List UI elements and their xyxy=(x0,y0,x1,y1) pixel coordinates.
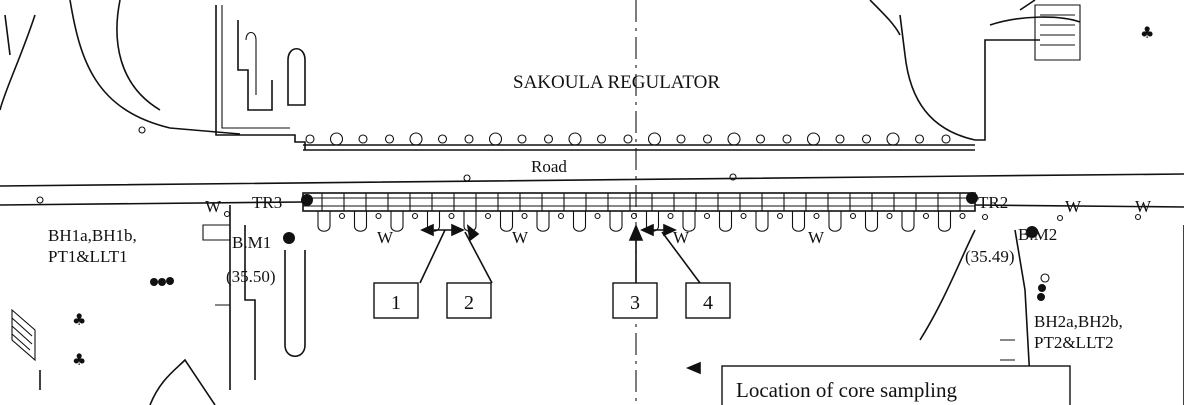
gate-pier xyxy=(609,211,623,232)
gate-pier xyxy=(317,211,331,232)
tr3-label: TR3 xyxy=(252,193,282,212)
gate-pier xyxy=(718,211,733,232)
bm2-elevation: (35.49) xyxy=(965,247,1015,266)
pier-circle xyxy=(329,132,344,146)
pier-circle xyxy=(543,134,554,144)
core-label-4: 4 xyxy=(703,292,713,314)
bridge-deck xyxy=(302,192,976,232)
pier-circle xyxy=(941,134,951,144)
core-arrows xyxy=(419,223,701,375)
pier-circle xyxy=(755,134,766,144)
tr3-marker xyxy=(301,194,313,206)
bm2-label: B.M2 xyxy=(1018,225,1057,244)
pier-circle xyxy=(517,134,527,144)
w-marker: W xyxy=(808,228,825,247)
road-label: Road xyxy=(531,157,567,176)
w-marker: W xyxy=(673,228,690,247)
gate-pier xyxy=(901,211,915,232)
gate-pier xyxy=(828,211,842,232)
pier-circle xyxy=(702,134,713,144)
borehole-right-line1: BH2a,BH2b, xyxy=(1034,312,1123,331)
pier-circle xyxy=(596,134,607,144)
pier-circle xyxy=(464,134,474,144)
tree-icon: ♣ xyxy=(72,350,86,369)
pier-circle xyxy=(861,134,872,144)
gate-pier xyxy=(755,211,769,232)
borehole-right-line2: PT2&LLT2 xyxy=(1034,333,1114,352)
structure-title: SAKOULA REGULATOR xyxy=(513,72,720,93)
pier-circle xyxy=(727,132,741,146)
pier-circle xyxy=(676,134,686,144)
bm1-marker xyxy=(283,232,295,244)
borehole-left-line1: BH1a,BH1b, xyxy=(48,226,137,245)
gate-pier xyxy=(390,211,404,232)
core-label-3: 3 xyxy=(630,292,640,314)
tree-symbols: ♣ ♣ ♣ xyxy=(72,23,1154,369)
pier-circle xyxy=(358,134,368,144)
pier-circle xyxy=(568,132,582,146)
pier-circle xyxy=(886,132,900,146)
core-location-boxes: 1 2 3 4 xyxy=(373,282,731,319)
gate-pier xyxy=(353,211,368,232)
pier-circle xyxy=(647,132,662,146)
bm1-elevation: (35.50) xyxy=(226,267,276,286)
borehole-cluster-left xyxy=(150,277,174,286)
gate-pier xyxy=(937,211,952,232)
tree-icon: ♣ xyxy=(72,310,86,329)
pier-circles xyxy=(305,132,951,146)
w-marker: W xyxy=(205,197,222,216)
tr2-marker xyxy=(966,192,978,204)
gate-pier xyxy=(864,211,879,232)
gate-pier xyxy=(572,211,587,232)
pier-circle xyxy=(409,132,423,146)
tr2-label: TR2 xyxy=(978,193,1008,212)
borehole-cluster-right xyxy=(1037,273,1050,301)
gate-pier xyxy=(791,211,806,232)
w-markers: W W W W W W W xyxy=(36,126,1152,247)
pier-circle xyxy=(437,134,448,144)
gate-pier xyxy=(682,211,696,232)
gate-pier xyxy=(499,211,514,232)
tree-icon: ♣ xyxy=(1140,23,1154,42)
w-marker: W xyxy=(1065,197,1082,216)
pier-circle xyxy=(488,132,503,146)
pier-circle xyxy=(914,134,925,144)
pier-circle xyxy=(835,134,845,144)
caption-text: Location of core sampling xyxy=(736,378,958,402)
core-label-2: 2 xyxy=(464,292,474,314)
w-marker: W xyxy=(377,228,394,247)
w-marker: W xyxy=(512,228,529,247)
bm2-marker xyxy=(1026,226,1038,238)
borehole-left-line2: PT1&LLT1 xyxy=(48,247,128,266)
gate-pier xyxy=(536,211,550,232)
pier-circle xyxy=(384,134,395,144)
pier-circle xyxy=(806,132,821,146)
bm1-label: B.M1 xyxy=(232,233,271,252)
core-label-1: 1 xyxy=(391,292,401,314)
caption-box xyxy=(721,365,1071,405)
w-marker: W xyxy=(1135,197,1152,216)
pier-circle xyxy=(623,134,633,144)
pier-circle xyxy=(305,134,315,144)
pier-circle xyxy=(782,134,792,144)
